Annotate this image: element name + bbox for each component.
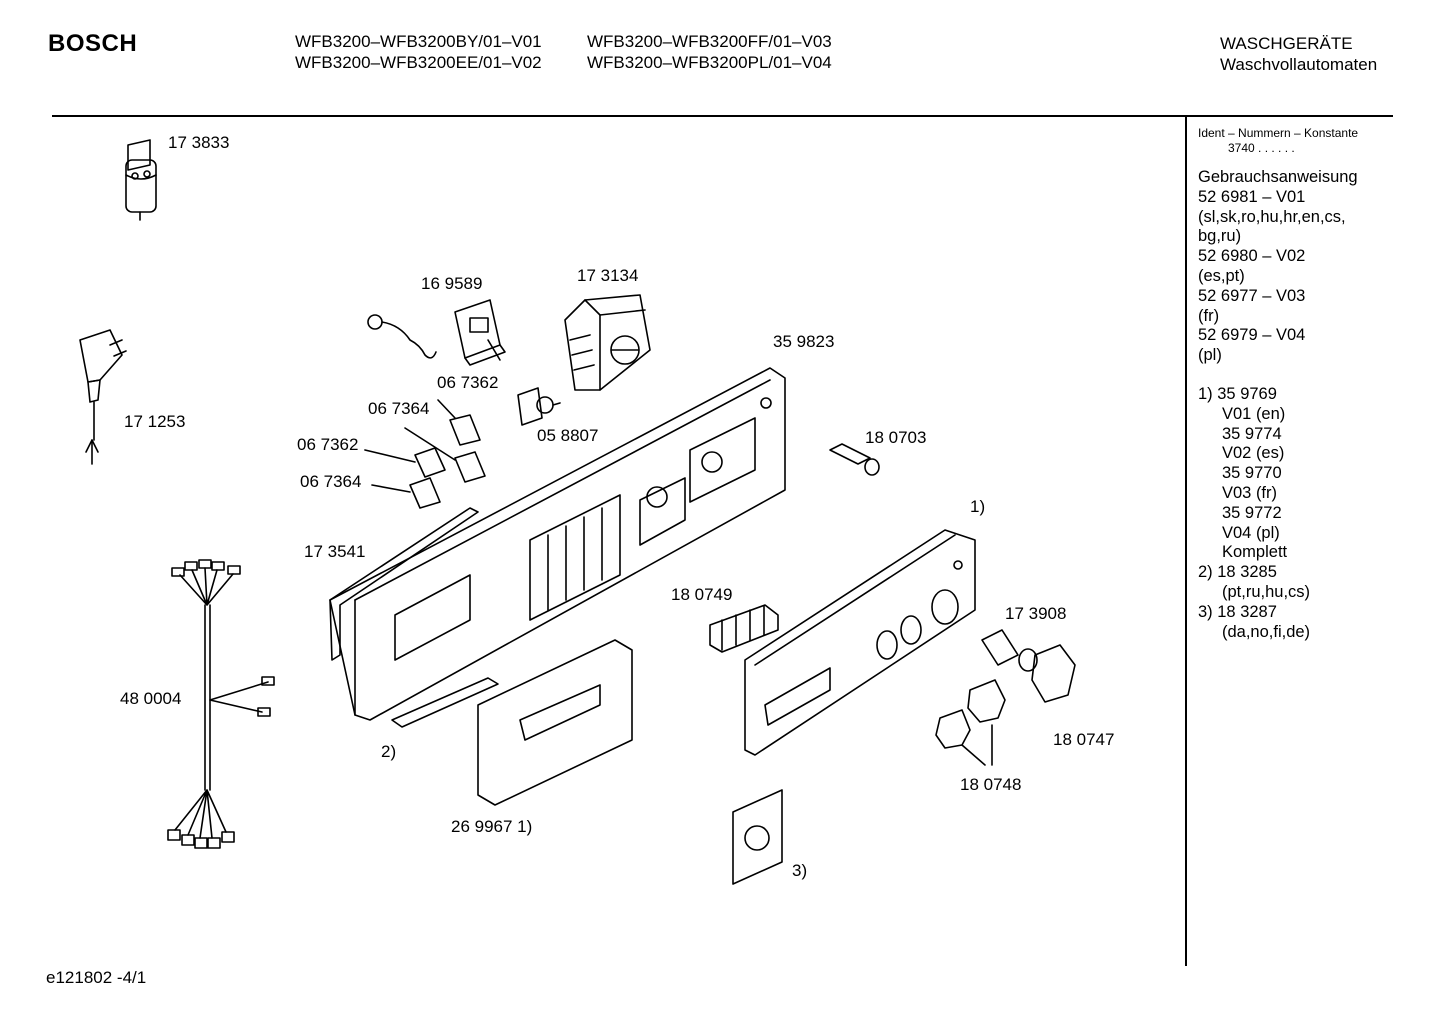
manual-line: (pl): [1198, 346, 1222, 365]
push-switch-parts: [364, 399, 486, 509]
note-line: 35 9772: [1222, 503, 1282, 522]
part-label: 05 8807: [537, 426, 599, 445]
note-line: V04 (pl): [1222, 523, 1280, 542]
note-line: (pt,ru,hu,cs): [1222, 582, 1311, 601]
manual-line: (fr): [1198, 306, 1220, 325]
manual-line: 52 6980 – V02: [1198, 247, 1306, 266]
part-label: 18 0749: [671, 585, 733, 604]
part-label: 06 7364: [368, 399, 430, 418]
mains-plug-part: [79, 329, 127, 465]
note-marker: 1): [970, 497, 986, 516]
note-line: V02 (es): [1222, 444, 1285, 463]
ident-title: Ident – Nummern – Konstante: [1198, 126, 1359, 140]
part-label: 17 3134: [577, 266, 639, 285]
note-line: (da,no,fi,de): [1222, 622, 1311, 641]
programme-selector-part: [564, 294, 651, 391]
potentiometer-part: [517, 387, 561, 426]
category-title: WASCHGERÄTE: [1220, 34, 1353, 53]
part-label: 06 7362: [297, 435, 359, 454]
note-line: 2) 18 3285: [1198, 563, 1277, 582]
category-block: WASCHGERÄTE Waschvollautomaten: [1220, 33, 1377, 75]
part-label: 17 3833: [168, 133, 230, 152]
knob-parts: [935, 629, 1076, 766]
note-line: 3) 18 3287: [1198, 602, 1277, 621]
control-panel-frame-part: [329, 367, 786, 721]
note-line: V01 (en): [1222, 404, 1286, 423]
manual-line: (es,pt): [1198, 266, 1245, 285]
model-v02: WFB3200–WFB3200EE/01–V02: [295, 53, 542, 72]
header-divider: [52, 115, 1393, 117]
part-label: 18 0703: [865, 428, 927, 447]
sidebar: Ident – Nummern – Konstante 3740 . . . .…: [1198, 126, 1358, 642]
note-marker: 3): [792, 861, 808, 880]
fascia-panel-part: [744, 529, 976, 756]
manual-line: bg,ru): [1198, 227, 1242, 246]
part-label: 35 9823: [773, 332, 835, 351]
drawer-handle-part: [477, 639, 633, 806]
part-label: 06 7364: [300, 472, 362, 491]
part-label: 26 9967 1): [451, 817, 533, 836]
model-list: WFB3200–WFB3200BY/01–V01 WFB3200–WFB3200F…: [295, 31, 879, 73]
capacitor-part: [125, 139, 157, 221]
programme-label-part: [732, 789, 783, 885]
manual-line: 52 6979 – V04: [1198, 326, 1306, 345]
manual-line: 52 6977 – V03: [1198, 286, 1306, 305]
panel-seal-part: [329, 507, 479, 661]
wiring-harness-part: [167, 559, 275, 849]
note-line: Komplett: [1222, 543, 1288, 562]
note-line: 1) 35 9769: [1198, 384, 1277, 403]
manual-title: Gebrauchsanweisung: [1198, 168, 1358, 186]
part-label: 17 3908: [1005, 604, 1067, 623]
note-line: V03 (fr): [1222, 483, 1278, 502]
indicator-lamp-part: [829, 443, 880, 476]
model-v04: WFB3200–WFB3200PL/01–V04: [587, 53, 832, 72]
note-line: 35 9770: [1222, 464, 1282, 483]
part-label: 06 7362: [437, 373, 499, 392]
note-line: 35 9774: [1222, 424, 1282, 443]
pressure-switch-part: [367, 299, 506, 366]
model-v03: WFB3200–WFB3200FF/01–V03: [587, 32, 832, 51]
sidebar-divider: [1185, 117, 1187, 966]
document-id: e121802 -4/1: [46, 968, 147, 987]
model-v01: WFB3200–WFB3200BY/01–V01: [295, 32, 542, 51]
part-label: 18 0748: [960, 775, 1022, 794]
part-label: 17 1253: [124, 412, 186, 431]
part-label: 16 9589: [421, 274, 483, 293]
part-label: 18 0747: [1053, 730, 1115, 749]
brand-logo: BOSCH: [48, 30, 138, 57]
manual-line: 52 6981 – V01: [1198, 187, 1306, 206]
category-subtitle: Waschvollautomaten: [1220, 55, 1378, 74]
keypad-part: [709, 604, 779, 653]
manual-line: (sl,sk,ro,hu,hr,en,cs,: [1198, 207, 1346, 226]
ident-value: 3740 . . . . . .: [1228, 141, 1295, 155]
part-label: 17 3541: [304, 542, 366, 561]
note-marker: 2): [381, 742, 397, 761]
part-label: 48 0004: [120, 689, 182, 708]
label-strip-part: [391, 677, 499, 728]
